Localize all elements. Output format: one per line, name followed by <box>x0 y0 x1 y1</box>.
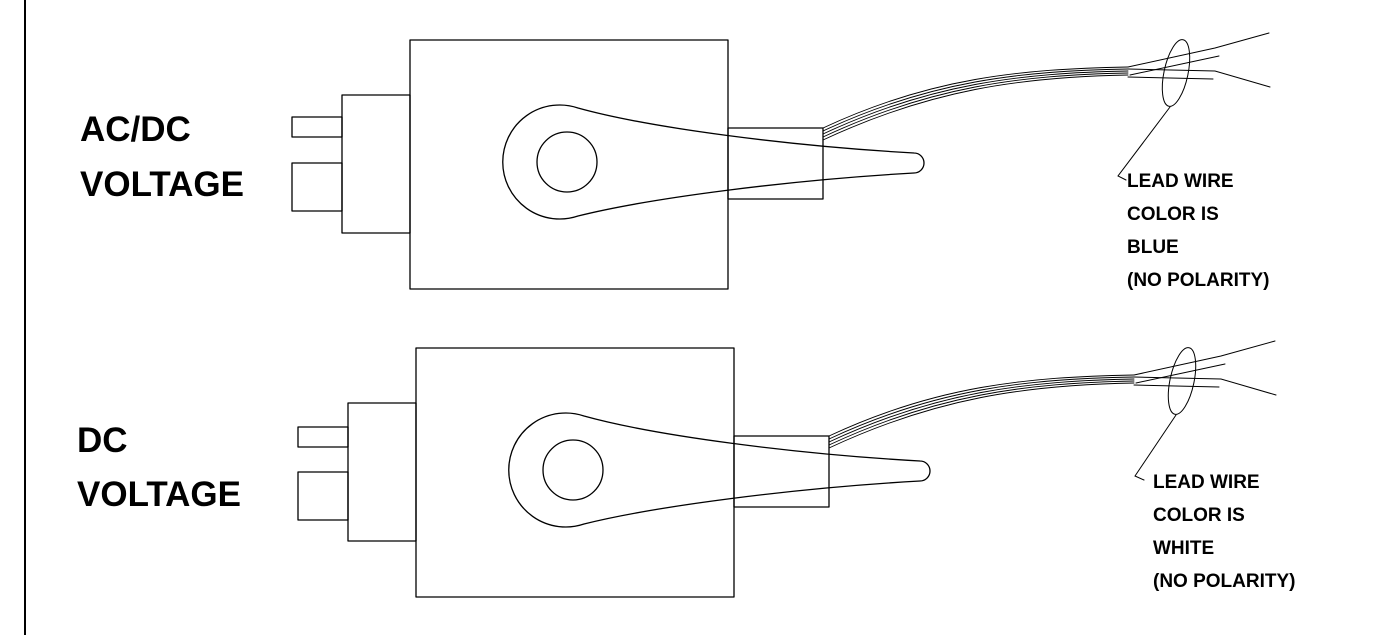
lead-wire-note-line-2: COLOR IS <box>1127 204 1219 225</box>
voltage-label-line-1: AC/DC <box>80 110 191 149</box>
mounting-hole <box>542 439 604 501</box>
coil-body <box>415 347 735 598</box>
lead-wire-cable <box>828 374 1135 449</box>
note-leader-line <box>1134 414 1177 481</box>
voltage-label-line-2: VOLTAGE <box>77 475 241 514</box>
lead-wire-2 <box>1127 68 1271 88</box>
lead-wire-note-line-1: LEAD WIRE <box>1153 472 1260 493</box>
coil-assembly-dc: DC VOLTAGE L <box>77 340 1296 598</box>
mounting-clip <box>502 104 925 220</box>
cable-sleeve <box>733 435 830 508</box>
lead-wire-1 <box>1127 32 1270 76</box>
lead-wire-note-line-4: (NO POLARITY) <box>1153 571 1296 592</box>
lead-wire-note-line-4: (NO POLARITY) <box>1127 270 1270 291</box>
mounting-clip <box>508 412 931 528</box>
connector-base <box>341 94 411 234</box>
terminal-pin-large <box>297 471 349 521</box>
note-ellipse <box>1161 39 1191 107</box>
coil-drawing <box>297 340 1277 598</box>
lead-wire-cable <box>822 66 1129 141</box>
lead-wire-note-line-3: WHITE <box>1153 538 1214 559</box>
connector-base <box>347 402 417 542</box>
coil-assembly-ac-dc: AC/DC VOLTAGE <box>80 32 1271 291</box>
note-leader-line <box>1117 106 1171 181</box>
terminal-pin-large <box>291 162 343 212</box>
lead-wire-1 <box>1133 340 1276 384</box>
lead-wire-2 <box>1133 376 1277 396</box>
coil-body <box>409 39 729 290</box>
lead-wire-note-line-3: BLUE <box>1127 237 1179 258</box>
lead-wire-note-line-1: LEAD WIRE <box>1127 171 1234 192</box>
cable-sleeve <box>727 127 824 200</box>
mounting-hole <box>536 131 598 193</box>
note-ellipse <box>1167 347 1197 415</box>
terminal-pin-small <box>297 426 349 448</box>
lead-wire-note-line-2: COLOR IS <box>1153 505 1245 526</box>
voltage-label-line-1: DC <box>77 421 128 460</box>
coil-drawing <box>291 32 1271 290</box>
voltage-label-line-2: VOLTAGE <box>80 165 244 204</box>
terminal-pin-small <box>291 116 343 138</box>
